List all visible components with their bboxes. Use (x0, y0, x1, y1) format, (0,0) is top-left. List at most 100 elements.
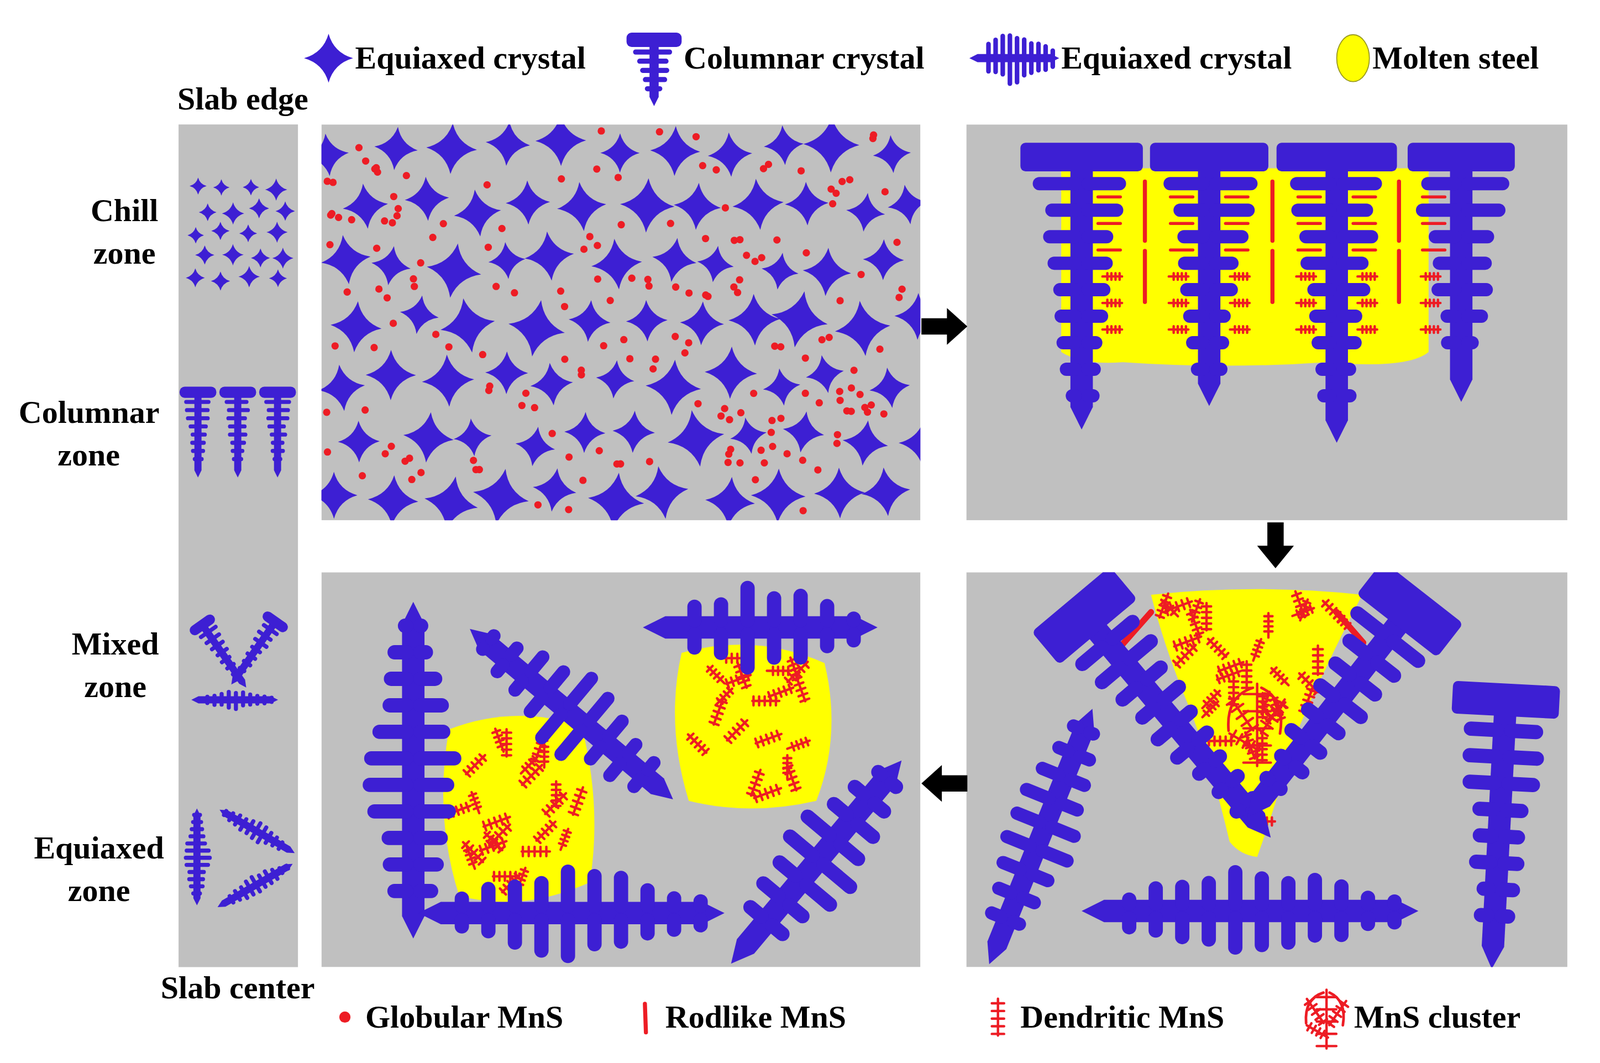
zone-icons (179, 177, 301, 916)
dendrite-branch (653, 86, 663, 92)
dendrite-branch (254, 820, 264, 832)
dendrite-branch (1163, 176, 1210, 191)
equiaxed-crystal (211, 271, 231, 291)
dendrite-branch (237, 416, 248, 421)
globular-mns (833, 439, 841, 448)
dendrite-branch (1092, 657, 1130, 692)
dendritic-mns (1158, 596, 1181, 619)
dendrite-branch (1387, 910, 1402, 930)
dendrite-cap (1407, 142, 1515, 172)
equiaxed-crystal (779, 408, 827, 456)
dendrite-branch (266, 416, 278, 421)
globular-mns (895, 293, 903, 301)
globular-mns (355, 143, 363, 151)
dendrite-branch (1209, 362, 1228, 376)
equiaxed-crystal (594, 358, 637, 401)
dendrite-branch (382, 698, 414, 713)
dendrite-branch (1336, 229, 1379, 244)
globular-mns (684, 338, 692, 346)
dendrite-branch (413, 751, 462, 766)
dendrite-branch (190, 432, 198, 437)
dendrite-branch (260, 824, 269, 836)
dendritic-mns (1199, 688, 1223, 712)
dendrite-branch (847, 813, 884, 847)
columnar-dendrite (1407, 142, 1515, 402)
dendritic-mns (1313, 645, 1324, 675)
equiaxed-crystal (585, 469, 647, 521)
dendrite-branch (1299, 229, 1337, 244)
equiaxed-crystal (303, 33, 354, 83)
dendrite-branch (197, 416, 210, 421)
globular-mns (593, 242, 601, 250)
dendrite-trunk (642, 616, 878, 639)
dendrite-branch (1042, 229, 1082, 244)
equiaxed-crystal (452, 416, 494, 459)
dendritic-mns (518, 761, 546, 789)
dendrite-branch (534, 913, 549, 958)
dendrite-branch (1148, 880, 1163, 911)
columnar-dendrite (626, 32, 683, 107)
globular-mns (850, 366, 858, 374)
rodlike-mns (1397, 250, 1402, 302)
dendritic-mns (568, 785, 589, 816)
dendrite-branch (1221, 766, 1248, 791)
dendritic-mns (1205, 635, 1230, 660)
globular-mns (564, 505, 573, 513)
dendrite-branch (1188, 722, 1217, 750)
dendrite-branch (1495, 882, 1521, 898)
dendrite-branch (1334, 910, 1349, 942)
globular-mns (475, 465, 484, 474)
dendrite-branch (235, 894, 243, 902)
dendritic-mns (521, 846, 550, 857)
columnar-dendrite (1020, 142, 1143, 430)
dendritic-mns (1357, 273, 1377, 280)
dendrite-branch (1205, 746, 1231, 770)
equiaxed-crystal (567, 298, 612, 344)
globular-mns (757, 446, 765, 454)
globular-mns (802, 249, 810, 257)
globular-mns (560, 302, 569, 311)
rodlike-mns (1170, 221, 1194, 225)
equiaxed-dendrite (697, 732, 921, 968)
dendrite-branch (255, 699, 260, 706)
globular-mns (857, 270, 865, 278)
globular-mns (721, 405, 729, 413)
dendrite-branch (1178, 256, 1210, 270)
equiaxed-crystal (803, 124, 860, 173)
dendrite-branch (1499, 802, 1530, 818)
dendrite-branch (1268, 777, 1291, 799)
dendrite-branch (1004, 913, 1028, 933)
dendrite-branch (260, 879, 269, 890)
dendrite-branch (1209, 176, 1258, 191)
globular-mns (557, 287, 565, 295)
globular-mns (751, 475, 759, 484)
dendrite-branch (1209, 309, 1231, 323)
equiaxed-crystal (611, 409, 657, 454)
dendrite-branch (614, 870, 629, 913)
globular-mns (724, 458, 732, 466)
dendritic-mns (1226, 728, 1262, 756)
dendrite-branch (223, 808, 229, 814)
globular-mns (479, 350, 487, 359)
dendrite-branch (1148, 910, 1163, 938)
globular-mns (593, 165, 601, 173)
dendrite-branch (1334, 879, 1349, 911)
globular-mns (518, 401, 526, 409)
zone-label: Slab center (160, 968, 316, 1007)
rodlike-mns (1270, 181, 1275, 241)
dendrite-branch (1081, 282, 1111, 297)
globular-mns (600, 342, 608, 350)
dendrite-branch (212, 699, 217, 707)
zone-label: Chill zone (90, 189, 159, 275)
equiaxed-crystal (522, 229, 576, 283)
dendrite-branch (184, 862, 197, 867)
equiaxed-crystal (643, 358, 703, 417)
dendrite-branch (384, 671, 414, 686)
equiaxed-crystal (884, 181, 921, 228)
dendrite-branch (1461, 229, 1495, 244)
globular-mns (628, 274, 636, 282)
globular-mns (712, 166, 720, 174)
dendrite-branch (793, 588, 809, 628)
dendrite-branch (881, 773, 906, 797)
dendrite-branch (1065, 717, 1087, 737)
